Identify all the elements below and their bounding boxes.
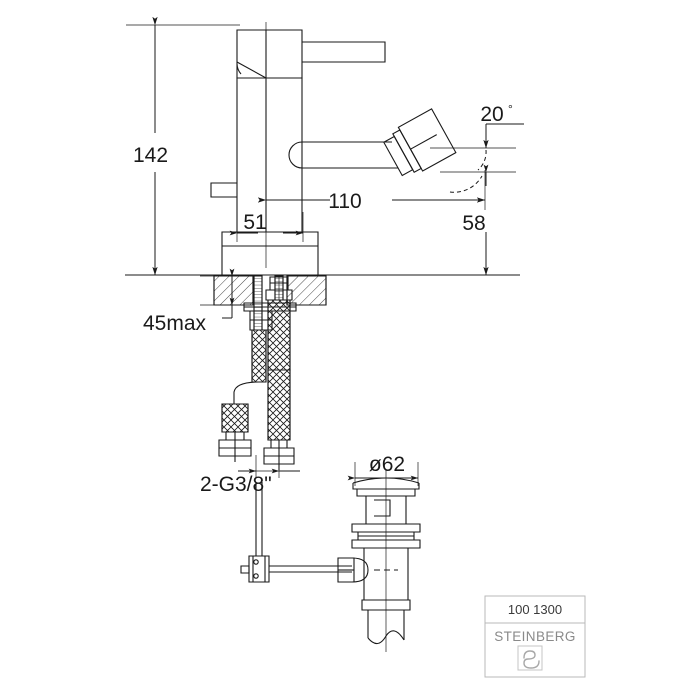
- dim-label-thread-2g38: 2-G3/8": [200, 473, 272, 496]
- brand-name: STEINBERG: [494, 629, 576, 644]
- extension-lines: [126, 24, 516, 486]
- title-block: 100 1300 STEINBERG: [484, 595, 586, 678]
- dimension-labels: 142 51 110 58 20 ° 45max 2-G3/8" ø62: [133, 102, 513, 496]
- dimension-lines: [152, 16, 524, 481]
- dim-label-waste-d62: ø62: [369, 453, 405, 476]
- article-number: 100 1300: [508, 602, 562, 617]
- supply-hoses: [218, 299, 295, 470]
- dim-label-outlet-58: 58: [462, 212, 485, 235]
- dim-label-angle-20: 20: [480, 103, 503, 126]
- centrelines: [265, 22, 280, 300]
- dim-label-deck-45max: 45max: [143, 312, 207, 335]
- dim-label-base-51: 51: [243, 211, 266, 234]
- spout-arm: [288, 108, 457, 177]
- mixer-body: [210, 77, 303, 233]
- deck-section: [213, 231, 327, 306]
- popup-linkage: [240, 482, 352, 583]
- steinberg-curl-logo: [517, 645, 543, 671]
- dim-label-angle-degree-symbol: °: [508, 102, 513, 116]
- lever-handle: [236, 29, 386, 79]
- dim-label-reach-110: 110: [328, 190, 361, 213]
- dim-label-height-142: 142: [133, 144, 168, 167]
- popup-waste: [337, 470, 421, 652]
